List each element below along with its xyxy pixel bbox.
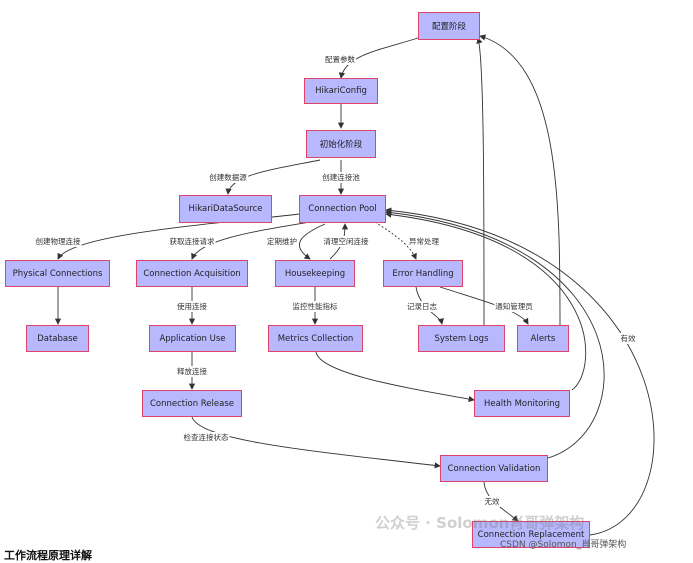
edge-release-to-validation xyxy=(191,416,441,469)
node-config-stage: 配置阶段 xyxy=(418,12,480,40)
node-application-use: Application Use xyxy=(149,325,236,352)
node-alerts: Alerts xyxy=(517,325,569,352)
edge-label-clean-idle: 清理空闲连接 xyxy=(322,236,370,247)
node-metrics-collection: Metrics Collection xyxy=(268,325,363,352)
node-connection-validation: Connection Validation xyxy=(440,455,548,482)
edge-label-use-connection: 使用连接 xyxy=(176,301,208,312)
node-system-logs: System Logs xyxy=(418,325,505,352)
edge-pool-to-errorhandling xyxy=(374,221,417,260)
edge-config-to-hikariconfig xyxy=(338,37,419,79)
node-connection-replacement: Connection Replacement xyxy=(472,521,590,548)
edge-alerts-to-config xyxy=(479,34,561,327)
node-init-stage: 初始化阶段 xyxy=(306,130,376,158)
edge-label-invalid: 无效 xyxy=(483,496,501,507)
node-connection-pool: Connection Pool xyxy=(299,195,386,223)
edge-label-scheduled-maintenance: 定期维护 xyxy=(266,236,298,247)
node-database: Database xyxy=(26,325,89,352)
edge-validation-to-pool xyxy=(385,209,605,459)
section-title: 工作流程原理详解 xyxy=(4,549,92,562)
edge-logs-to-config xyxy=(476,37,485,327)
edge-label-exception-handling: 异常处理 xyxy=(408,236,440,247)
edge-pool-to-housekeeping xyxy=(298,223,326,260)
node-hikari-config: HikariConfig xyxy=(304,78,378,104)
node-physical-connections: Physical Connections xyxy=(5,260,110,287)
node-connection-release: Connection Release xyxy=(142,390,242,417)
node-error-handling: Error Handling xyxy=(383,260,463,287)
edge-label-monitor-metrics: 监控性能指标 xyxy=(291,301,339,312)
edge-health-to-pool xyxy=(385,211,587,391)
watermark: 公众号 · Solomon肖哥弹架构 xyxy=(375,514,585,532)
edge-pool-to-acquisition xyxy=(191,221,311,260)
edge-init-to-datasource xyxy=(225,159,321,195)
node-hikari-datasource: HikariDataSource xyxy=(179,195,272,223)
edge-replacement-to-pool xyxy=(385,207,655,536)
edge-metrics-to-health xyxy=(315,351,475,403)
edge-label-create-datasource: 创建数据源 xyxy=(208,172,248,183)
node-housekeeping: Housekeeping xyxy=(275,260,355,287)
edge-label-check-status: 检查连接状态 xyxy=(182,432,230,443)
edge-label-acquire-request: 获取连接请求 xyxy=(168,236,216,247)
edge-label-config-params: 配置参数 xyxy=(324,54,356,65)
edge-label-notify-admin: 通知管理员 xyxy=(494,301,534,312)
edge-label-create-pool: 创建连接池 xyxy=(321,172,361,183)
node-connection-acquisition: Connection Acquisition xyxy=(136,260,248,287)
edge-label-record-log: 记录日志 xyxy=(406,301,438,312)
edge-label-create-physical: 创建物理连接 xyxy=(34,236,82,247)
node-health-monitoring: Health Monitoring xyxy=(474,390,570,417)
credit-text: CSDN @Solomon_肖哥弹架构 xyxy=(500,540,627,550)
edge-label-valid: 有效 xyxy=(619,333,637,344)
edge-label-release-connection: 释放连接 xyxy=(176,366,208,377)
